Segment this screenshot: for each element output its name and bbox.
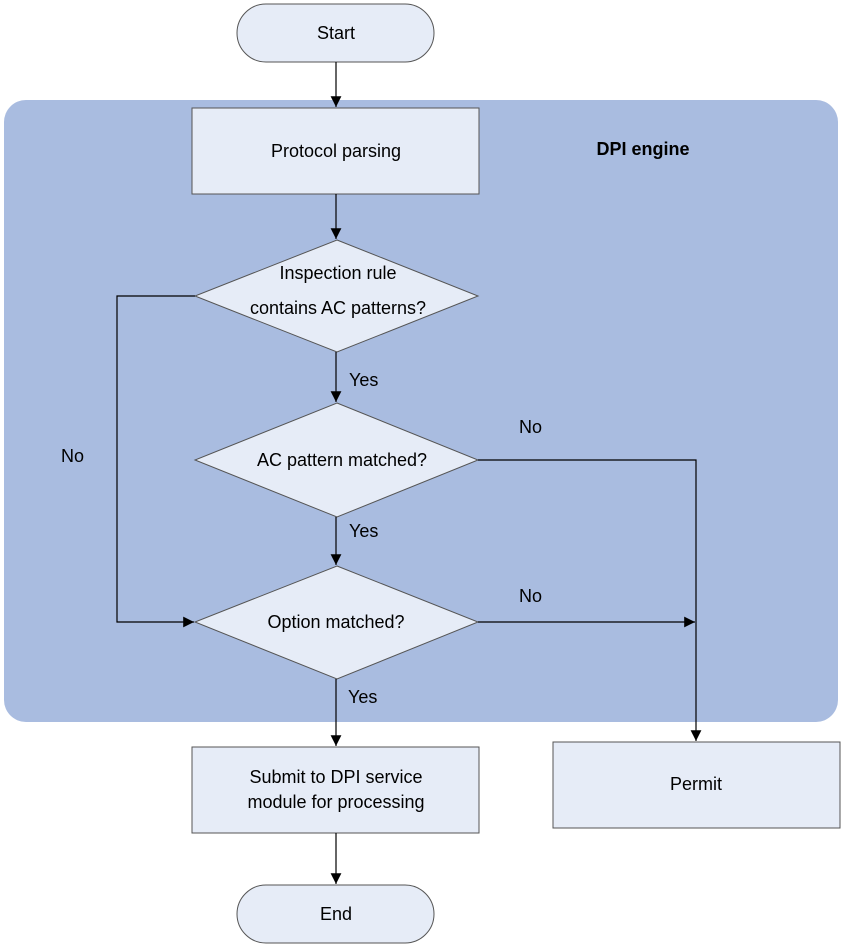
inspection-rule-label-line2: contains AC patterns? [250,298,426,318]
yes-label-ac: Yes [349,521,378,541]
dpi-engine-region [4,100,838,722]
end-label: End [320,904,352,924]
dpi-engine-label: DPI engine [596,139,689,159]
edge-ac-no [478,459,702,741]
option-label: Option matched? [267,612,404,632]
protocol-parsing-label: Protocol parsing [271,141,401,161]
end-terminal [236,884,435,944]
permit-box [552,741,841,829]
yes-label-inspection: Yes [349,370,378,390]
no-label-ac: No [519,417,542,437]
submit-label-line1: Submit to DPI service [249,767,422,787]
submit-box [191,746,480,834]
permit-label: Permit [670,774,722,794]
no-label-inspection: No [61,446,84,466]
option-decision [193,565,480,680]
yes-label-option: Yes [348,687,377,707]
edge-inspection-no [116,295,195,628]
ac-pattern-label: AC pattern matched? [257,450,427,470]
ac-pattern-decision [193,402,480,518]
start-label: Start [317,23,355,43]
protocol-parsing-box [191,107,480,195]
inspection-rule-decision [193,239,480,353]
no-label-option: No [519,586,542,606]
inspection-rule-label-line1: Inspection rule [279,263,396,283]
submit-label-line2: module for processing [247,792,424,812]
